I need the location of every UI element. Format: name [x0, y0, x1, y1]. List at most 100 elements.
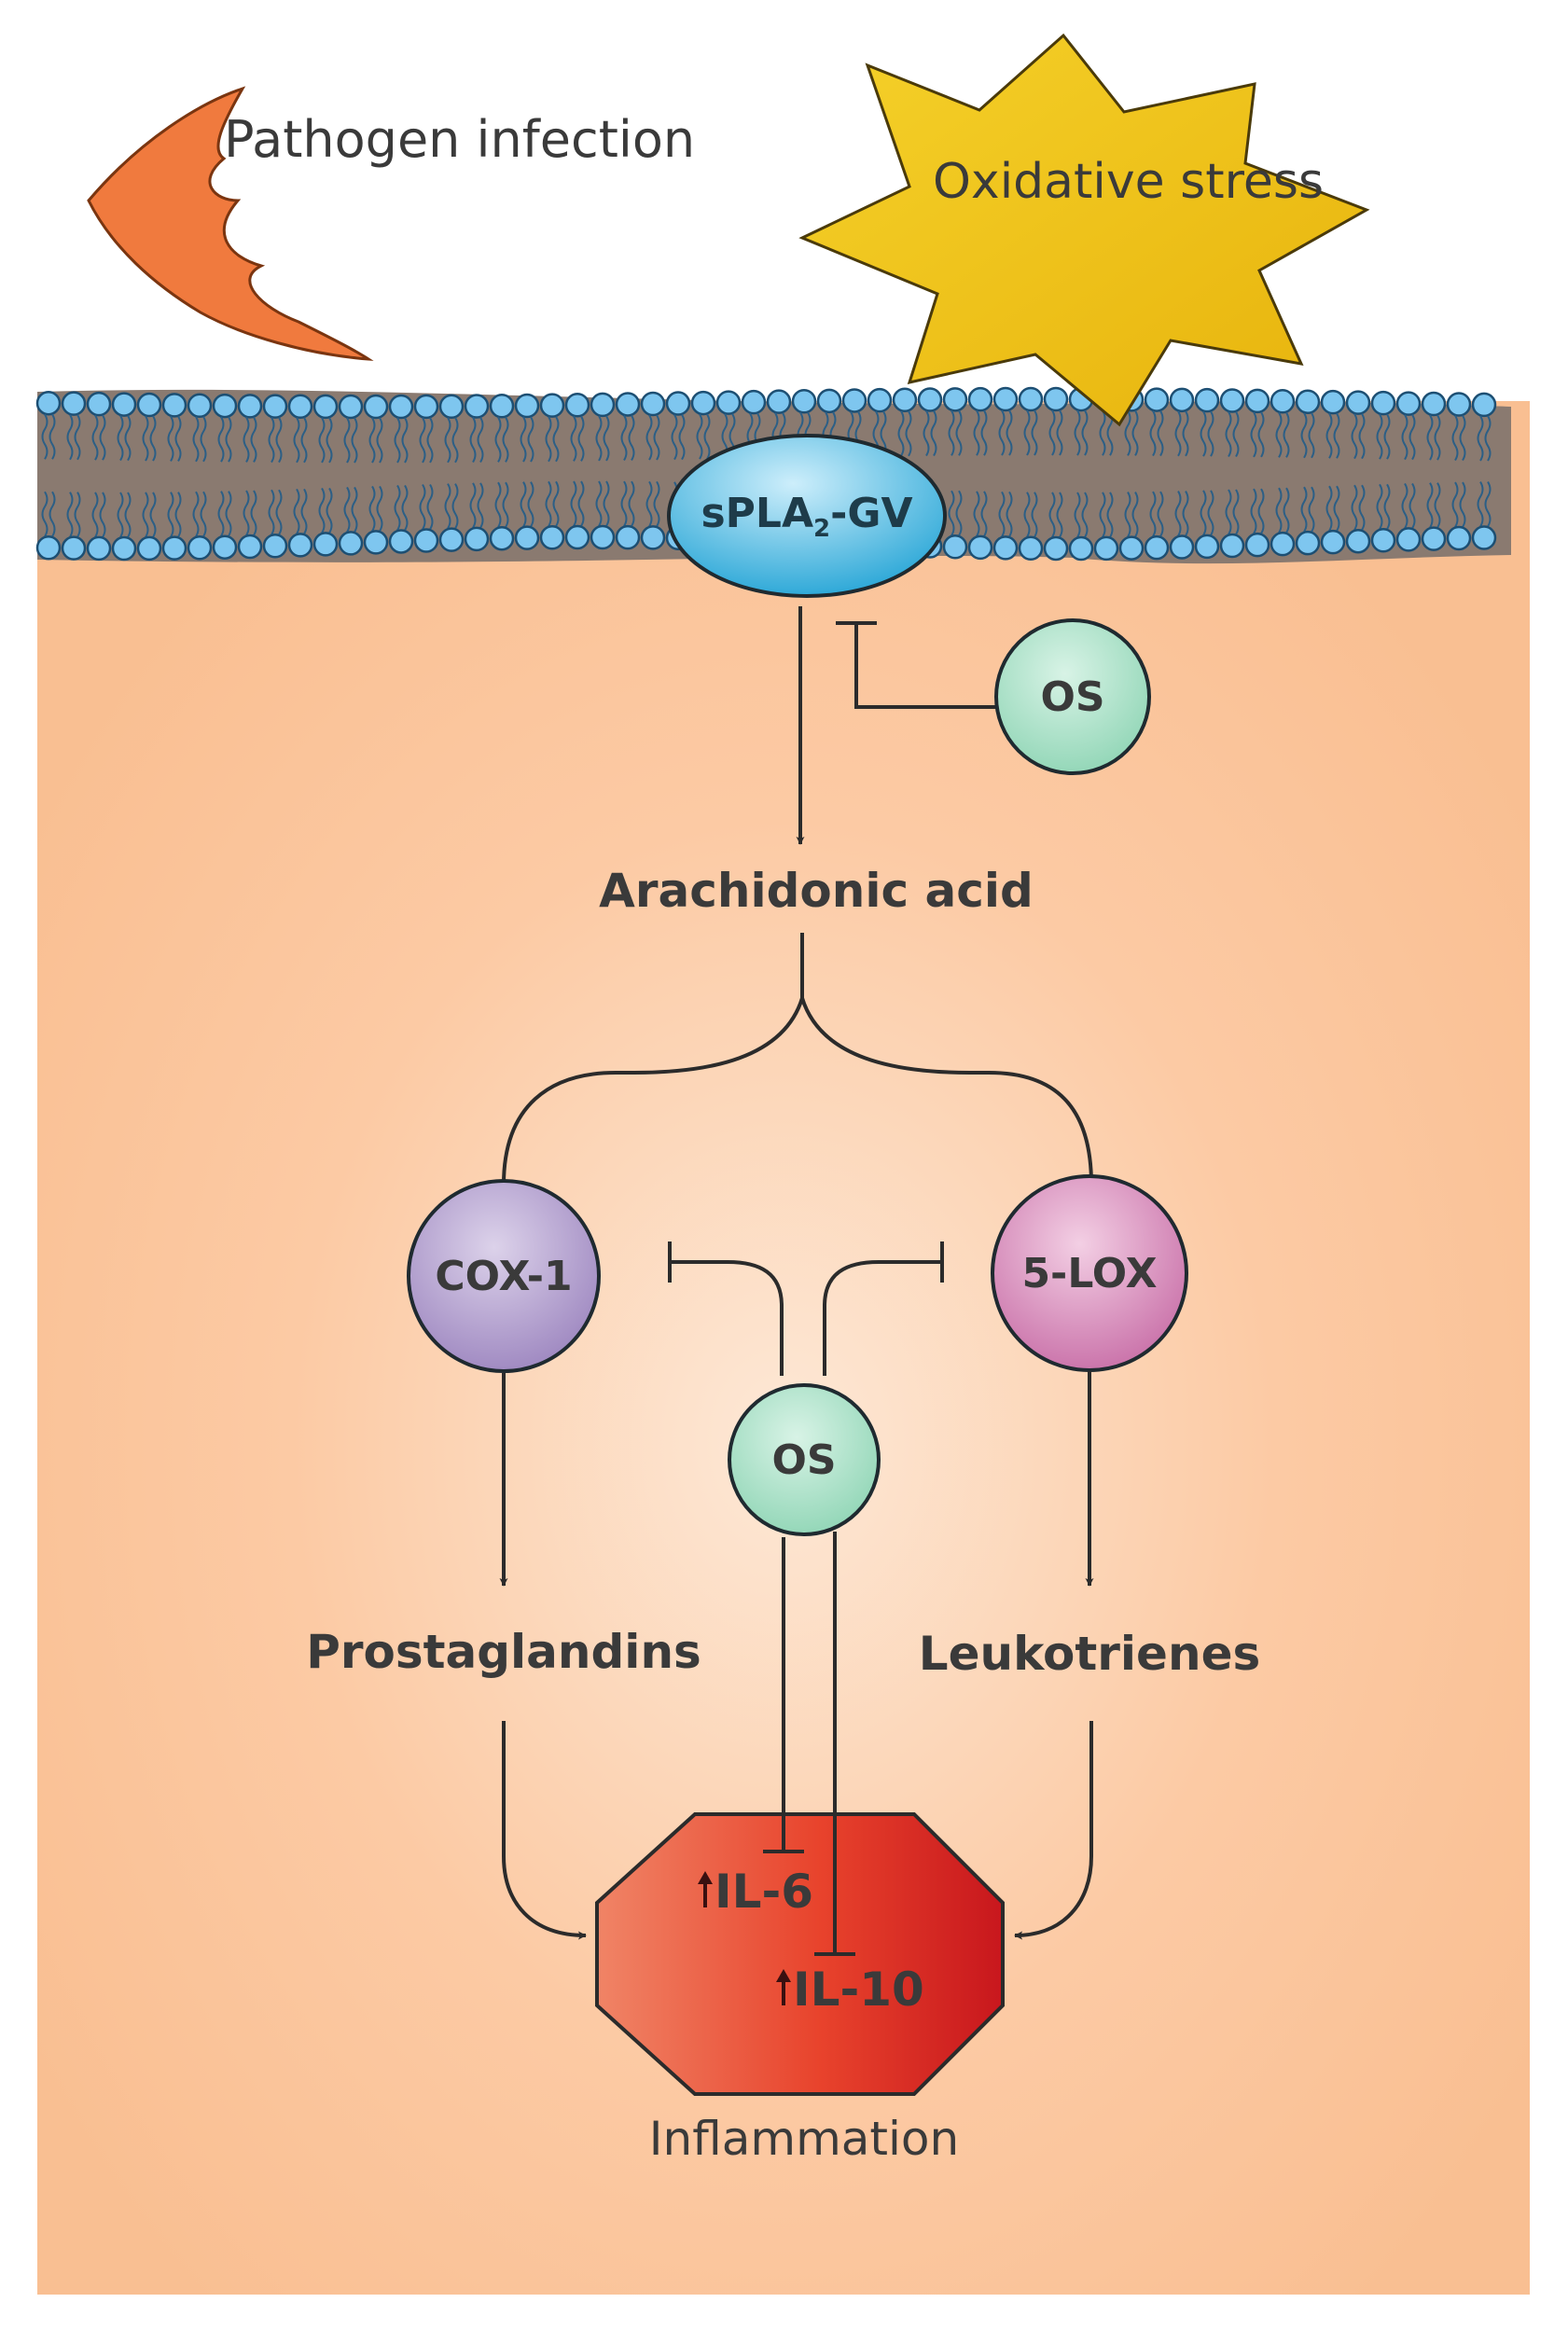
lipid-tail — [1225, 410, 1232, 458]
lipid-head — [917, 387, 943, 412]
lipid-head — [1370, 528, 1396, 553]
lipid-tail — [570, 415, 577, 462]
lipid-tail — [217, 416, 225, 463]
lipid-tail — [99, 492, 106, 538]
lipid-head — [791, 388, 817, 414]
oxidative-stress-label: Oxidative stress — [933, 154, 1324, 210]
os-top-node — [994, 618, 1151, 775]
lipid-tail — [293, 488, 300, 534]
lipid-tail — [1131, 492, 1139, 538]
lipid-tail — [1358, 484, 1366, 531]
lipid-tail — [645, 414, 653, 461]
pathogen-icon — [87, 86, 374, 361]
lipid-tail — [527, 481, 534, 528]
lipid-tail — [1048, 492, 1056, 538]
lipid-tail — [419, 483, 426, 531]
lipid-head — [388, 394, 414, 420]
lipid-tail — [1376, 483, 1383, 530]
lipid-tail — [577, 480, 585, 527]
lipid-tail — [217, 491, 225, 537]
lipid-head — [464, 394, 490, 419]
lipid-tail — [268, 489, 275, 535]
lipid-tail — [1376, 413, 1383, 460]
lipid-tail — [527, 416, 534, 463]
lipid-head — [539, 393, 565, 418]
lipid-tail — [1157, 491, 1164, 537]
lipid-head — [1144, 387, 1170, 412]
lipid-tail — [1351, 413, 1358, 460]
lipid-tail — [1174, 410, 1182, 457]
branch-arachidonic-to-lox — [800, 997, 1093, 1186]
lipid-head — [615, 392, 641, 417]
lipid-tail — [1207, 410, 1214, 457]
lipid-tail — [1174, 491, 1182, 537]
lipid-tail — [1283, 487, 1290, 534]
lipid-head — [514, 393, 540, 419]
lipid-tail — [1333, 412, 1340, 459]
lipid-head — [413, 528, 439, 553]
lipid-tail — [469, 482, 477, 529]
lipid-tail — [955, 409, 963, 456]
lipid-tail — [897, 410, 905, 457]
lipid-head — [1270, 389, 1296, 414]
inhibition-os-top-to-spla2 — [854, 623, 998, 709]
lipid-head — [35, 535, 62, 561]
lipid-tail — [1300, 486, 1308, 533]
lipid-tail — [1257, 488, 1265, 534]
lipid-head — [615, 524, 641, 550]
lipid-tail — [494, 416, 502, 463]
lipid-tail — [955, 490, 963, 536]
lipid-tail — [1182, 410, 1189, 457]
lipid-tail — [1124, 492, 1131, 538]
lipid-head — [1018, 535, 1044, 562]
lipid-tail — [426, 417, 434, 464]
lipid-tail — [1383, 413, 1391, 460]
lipid-head — [690, 390, 716, 416]
lipid-tail — [401, 484, 409, 531]
lipid-tail — [74, 414, 81, 461]
lipid-head — [1370, 390, 1396, 416]
lipid-tail — [275, 489, 283, 535]
lipid-head — [212, 393, 238, 419]
lipid-tail — [1426, 482, 1434, 529]
lipid-tail — [142, 492, 149, 538]
lipid-tail — [973, 491, 980, 537]
lipid-tail — [477, 417, 484, 464]
lipid-head — [1446, 392, 1472, 417]
lipid-tail — [980, 491, 988, 537]
lipid-head — [892, 387, 918, 413]
lipid-tail — [343, 417, 351, 464]
lipid-head — [212, 534, 238, 560]
lipid-tail — [973, 409, 980, 456]
lipid-tail — [318, 417, 326, 464]
lipid-head — [1421, 391, 1447, 417]
lipid-tail — [1459, 414, 1466, 462]
lipid-head — [942, 534, 968, 560]
lipid-head — [237, 394, 263, 419]
il6-group: IL-6 — [698, 1865, 813, 1919]
lipid-head — [1421, 526, 1447, 551]
lipid-tail — [225, 491, 232, 537]
lipid-head — [312, 532, 339, 557]
up-arrow-head-icon — [698, 1871, 713, 1884]
lipid-tail — [1048, 409, 1056, 456]
lipid-head — [413, 394, 439, 420]
lipid-head — [1043, 386, 1069, 412]
il6-label: IL-6 — [715, 1865, 813, 1919]
lipid-tail — [1250, 411, 1257, 458]
lipid-tail — [1434, 414, 1441, 461]
lipid-tail — [66, 492, 74, 538]
inflammation-node — [595, 1812, 1005, 2096]
lipid-tail — [628, 480, 635, 527]
lipid-tail — [1325, 485, 1333, 532]
lipid-head — [766, 389, 792, 414]
lipid-tail — [419, 417, 426, 464]
lipid-tail — [1099, 492, 1106, 538]
lipid-tail — [200, 416, 207, 463]
lipid-head — [967, 386, 993, 412]
lipid-head — [1244, 532, 1270, 558]
lipid-tail — [703, 413, 711, 460]
lipid-tail — [74, 492, 81, 538]
lipid-tail — [1275, 411, 1283, 458]
lipid-tail — [620, 414, 628, 461]
